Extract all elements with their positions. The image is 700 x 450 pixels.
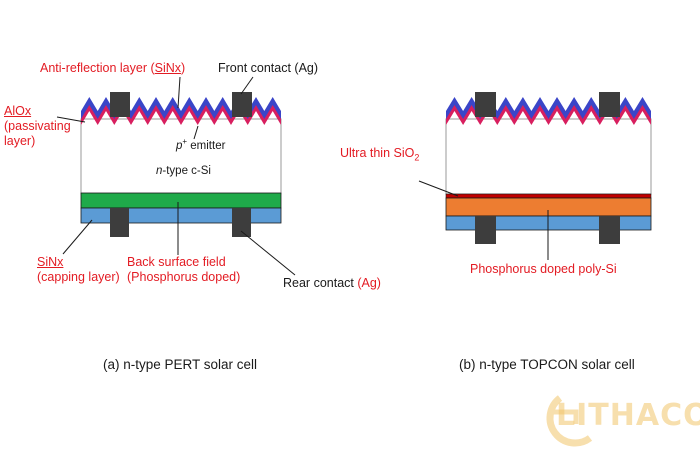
ultra-thin-sio2-label: Ultra thin SiO2 — [340, 146, 419, 166]
pert-bsf-layer — [80, 192, 282, 209]
bsf-line1: Back surface field — [127, 255, 226, 269]
sinx-line1: SiNx — [37, 255, 64, 269]
anti-reflection-suffix: ) — [181, 61, 186, 75]
leader-front-contact — [240, 76, 254, 95]
anti-reflection-label: Anti-reflection layer (SiNx) — [40, 61, 185, 76]
ultra-thin-prefix: Ultra thin SiO — [340, 146, 415, 160]
topcon-alox-passivation-layer — [446, 105, 651, 125]
anti-reflection-prefix: Anti-reflection layer ( — [40, 61, 155, 75]
alox-line2: (passivating — [4, 119, 71, 133]
emitter-label: p+ emitter — [176, 137, 225, 152]
alox-line1: AlOx — [4, 104, 32, 118]
substrate-n: n — [156, 165, 163, 177]
bsf-label: Back surface field (Phosphorus doped) — [127, 255, 240, 285]
topcon-sio2-layer — [445, 193, 652, 199]
sinx-capping-label: SiNx (capping layer) — [37, 255, 120, 285]
leader-anti-reflection — [177, 76, 181, 109]
poly-si-label: Phosphorus doped poly-Si — [470, 262, 617, 276]
alox-label: AlOx (passivating layer) — [4, 104, 71, 149]
rear-contact-ag: (Ag) — [357, 276, 381, 290]
rear-contact-prefix: Rear contact — [283, 276, 358, 290]
leader-rear-contact — [240, 230, 296, 276]
alox-line3: layer) — [4, 134, 36, 148]
topcon-rear-contact-right — [599, 216, 620, 244]
lithaco-logo-mark — [546, 395, 593, 447]
pert-rear-contact-right — [232, 208, 251, 237]
pert-sinx-arc-layer — [81, 97, 281, 120]
topcon-rear-contact-left — [475, 216, 496, 244]
sinx-line2: (capping layer) — [37, 270, 120, 284]
leader-alox — [56, 116, 86, 123]
emitter-p: p — [176, 139, 183, 152]
bsf-line2: (Phosphorus doped) — [127, 270, 241, 284]
pert-substrate — [80, 118, 282, 195]
pert-front-contact-left — [110, 92, 130, 117]
leader-ultra-thin-sio2 — [418, 180, 459, 197]
rear-contact-label: Rear contact (Ag) — [283, 276, 381, 291]
topcon-caption: (b) n-type TOPCON solar cell — [459, 357, 635, 372]
pert-rear-sinx-layer — [80, 207, 282, 224]
pert-rear-contact-left — [110, 208, 129, 237]
anti-reflection-sinx: SiNx — [154, 61, 182, 75]
lithaco-logo-text: LITHACO — [556, 398, 700, 433]
substrate-rest: -type c-Si — [162, 165, 211, 177]
pert-front-textured-layers — [81, 97, 281, 125]
topcon-front-contact-right — [599, 92, 620, 117]
topcon-substrate — [445, 118, 652, 195]
ultra-thin-sub: 2 — [414, 152, 420, 163]
substrate-label: n-type c-Si — [156, 165, 211, 177]
pert-caption: (a) n-type PERT solar cell — [103, 357, 258, 372]
front-contact-label: Front contact (Ag) — [218, 61, 319, 75]
pert-alox-passivation-layer — [81, 105, 281, 125]
pert-front-contact-right — [232, 92, 252, 117]
leader-emitter — [193, 125, 199, 140]
emitter-sup: + — [182, 137, 188, 146]
leader-sinx-capping — [62, 219, 93, 255]
emitter-rest: emitter — [187, 139, 226, 152]
topcon-front-contact-left — [475, 92, 496, 117]
